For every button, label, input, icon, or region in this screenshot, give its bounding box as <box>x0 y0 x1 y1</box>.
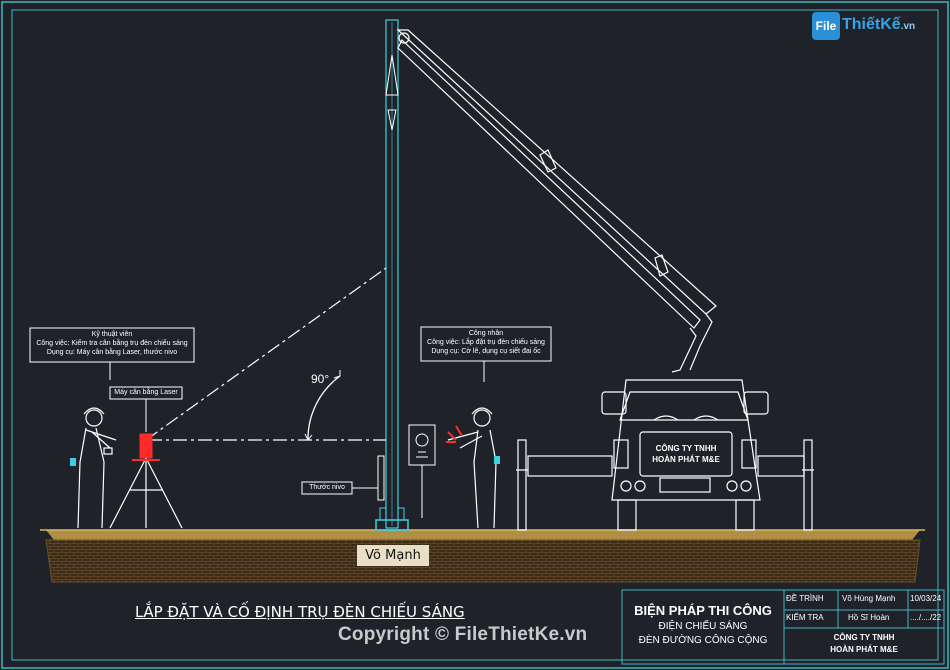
ground <box>40 529 925 583</box>
technician-callout: Kỹ thuật viên Công việc: Kiểm tra cân bằ… <box>30 330 194 357</box>
logo-suffix: .vn <box>900 21 916 32</box>
logo-name: ThiếtKế <box>842 16 901 33</box>
angle-label: 90° <box>311 372 330 386</box>
laser-tripod <box>109 457 183 529</box>
outriggers <box>516 439 814 531</box>
worker-tools: Dụng cụ: Cờ lê, dụng cụ siết đai ốc <box>431 348 541 355</box>
tb-sub2: ĐÈN ĐƯỜNG CÔNG CỘNG <box>638 635 768 646</box>
author-label: Võ Mạnh <box>357 545 429 566</box>
worker-title: Công nhân <box>468 330 504 337</box>
laser-device <box>132 433 160 461</box>
technician-title: Kỹ thuật viên <box>91 331 133 338</box>
technician-tools: Dụng cụ: Máy cân bằng Laser, thước nivo <box>46 349 178 356</box>
tb-row1-name: Võ Hùng Mạnh <box>842 594 896 603</box>
tb-row1-label: ĐỀ TRÌNH <box>786 594 824 603</box>
laser-label: Máy cân bằng Laser <box>114 389 178 396</box>
tb-heading: BIỆN PHÁP THI CÔNG <box>634 603 772 618</box>
worker-figure <box>447 407 500 529</box>
level-label: Thước nivo <box>309 484 345 491</box>
copyright-text: Copyright © FileThietKe.vn <box>338 624 588 645</box>
tb-row2-date: ..../..../22 <box>910 613 942 622</box>
tb-row2-name: Hồ Sĩ Hoàn <box>848 613 890 622</box>
truck-sign-line2: HOÀN PHÁT M&E <box>652 455 720 464</box>
level-tool <box>377 455 385 501</box>
title-block <box>621 589 945 665</box>
technician-task: Công việc: Kiểm tra cân bằng trụ đèn chi… <box>36 340 188 347</box>
truck-sign-line1: CÔNG TY TNHH <box>655 444 717 453</box>
site-logo[interactable]: File ThiếtKế.vn <box>812 12 920 40</box>
tb-company1: CÔNG TY TNHH <box>833 633 895 642</box>
technician-callout-box <box>29 327 195 363</box>
pole-plate <box>408 424 436 518</box>
tb-sub1: ĐIỆN CHIẾU SÁNG <box>658 621 748 632</box>
inner-frame <box>11 9 939 661</box>
worker-task: Công việc: Lắp đặt trụ đèn chiếu sáng <box>427 339 545 346</box>
tb-company2: HOÀN PHÁT M&E <box>830 645 898 654</box>
truck-sign: CÔNG TY TNHH HOÀN PHÁT M&E <box>640 443 732 465</box>
tb-row1-date: 10/03/24 <box>910 594 942 603</box>
light-pole <box>375 19 409 531</box>
truck <box>601 379 769 531</box>
worker-callout: Công nhân Công việc: Lắp đặt trụ đèn chi… <box>421 329 551 356</box>
drawing-title: LẮP ĐẶT VÀ CỐ ĐỊNH TRỤ ĐÈN CHIẾU SÁNG <box>135 603 465 621</box>
logo-badge: File <box>812 12 840 40</box>
technician-figure <box>70 407 117 529</box>
tb-row2-label: KIỂM TRA <box>786 613 824 622</box>
angle-arc <box>307 375 341 441</box>
worker-callout-box <box>420 326 552 362</box>
crane-boom <box>396 29 717 373</box>
wrench-tools <box>446 425 463 443</box>
